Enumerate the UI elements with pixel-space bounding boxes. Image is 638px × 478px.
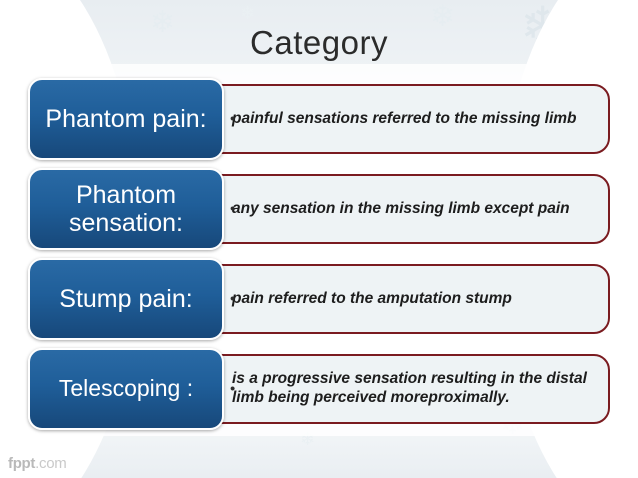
category-label-telescoping[interactable]: Telescoping : xyxy=(28,348,224,430)
category-label-phantom-pain[interactable]: Phantom pain: xyxy=(28,78,224,160)
snowflake-icon: ❄ xyxy=(430,0,456,33)
list-item: • is a progressive sensation resulting i… xyxy=(0,348,638,430)
description-text: is a progressive sensation resulting in … xyxy=(232,370,587,406)
footer-logo-suffix: .com xyxy=(35,455,67,472)
bullet-icon: • xyxy=(230,110,236,128)
list-item: • painful sensations referred to the mis… xyxy=(0,78,638,160)
category-label-phantom-sensation[interactable]: Phantom sensation: xyxy=(28,168,224,250)
description-text: painful sensations referred to the missi… xyxy=(232,109,577,127)
description-text: pain referred to the amputation stump xyxy=(232,289,512,307)
description-text: any sensation in the missing limb except… xyxy=(232,199,570,217)
slide-title: Category xyxy=(250,24,388,61)
footer-logo: fppt.com xyxy=(8,455,67,472)
snowflake-icon: ❄ xyxy=(150,6,176,39)
footer-logo-name: fppt xyxy=(8,455,36,472)
bullet-icon: • xyxy=(230,380,236,398)
category-list: • painful sensations referred to the mis… xyxy=(0,78,638,438)
list-item: • pain referred to the amputation stump … xyxy=(0,258,638,340)
snowflake-icon: ❄ xyxy=(240,3,256,23)
list-item: • any sensation in the missing limb exce… xyxy=(0,168,638,250)
category-label-stump-pain[interactable]: Stump pain: xyxy=(28,258,224,340)
bullet-icon: • xyxy=(230,290,236,308)
bullet-icon: • xyxy=(230,200,236,218)
